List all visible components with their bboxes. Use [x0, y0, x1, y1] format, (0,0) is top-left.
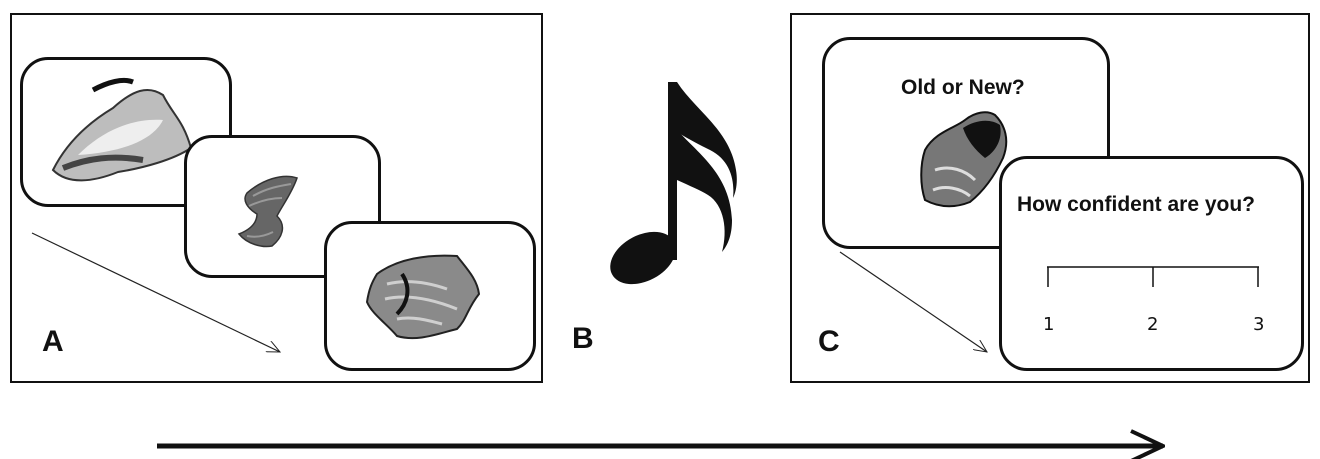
abstract-shape-image-2 — [237, 175, 298, 248]
abstract-shape-image-3 — [365, 254, 481, 340]
panel-c: Old or New? How confident are you? 1 2 3… — [790, 13, 1310, 383]
abstract-shape-image-test — [920, 111, 1008, 208]
panel-c-sequence-arrow — [839, 251, 987, 352]
abstract-shape-image-1 — [51, 77, 193, 182]
confidence-scale — [1047, 266, 1259, 287]
confidence-card: How confident are you? 1 2 3 — [999, 156, 1304, 371]
confidence-question: How confident are you? — [1017, 193, 1256, 216]
old-new-card: Old or New? — [822, 37, 1110, 249]
scale-tick-2: 2 — [1147, 314, 1159, 335]
panel-a: A — [10, 13, 543, 383]
scale-tick-3: 3 — [1253, 314, 1265, 335]
panel-label-c: C — [818, 325, 840, 358]
panel-label-b: B — [572, 322, 594, 355]
stimulus-card-1 — [20, 57, 232, 207]
panel-label-a: A — [42, 325, 64, 358]
panel-a-sequence-arrow — [31, 232, 280, 353]
old-new-question: Old or New? — [901, 76, 1025, 99]
scale-tick-1: 1 — [1043, 314, 1055, 335]
stimulus-card-3 — [324, 221, 536, 371]
